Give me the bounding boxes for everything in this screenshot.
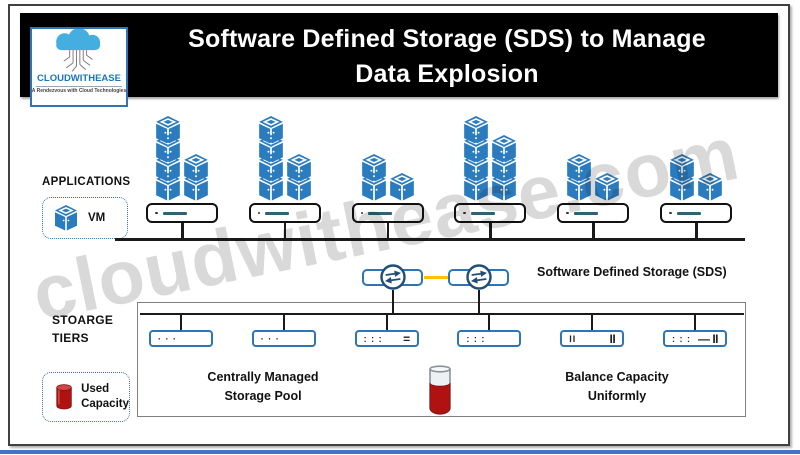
server-stem-line [695, 222, 698, 239]
storage-device-stem-line [282, 315, 285, 331]
storage-device: II II [560, 330, 625, 347]
application-network-bus [115, 238, 745, 241]
server-stem-line [283, 222, 287, 239]
vm-cube-icon [491, 135, 517, 163]
vm-cube-icon [389, 173, 415, 201]
server-led-dot [669, 211, 672, 215]
sds-label: Software Defined Storage (SDS) [537, 265, 727, 279]
device-panel-marks: II [609, 331, 616, 346]
app-server [660, 203, 732, 223]
storage-device: · · · [149, 330, 213, 347]
logo-name: CLOUDWITHEASE [37, 73, 121, 84]
storage-pool-caption: Centrally Managed Storage Pool [207, 370, 319, 403]
device-panel-marks: · · · [260, 333, 280, 344]
storage-device-stem-line [180, 315, 182, 331]
bottom-accent-line [0, 450, 800, 454]
storage-device-stem-line [488, 315, 491, 331]
used-capacity-legend: Used Capacity [42, 372, 130, 422]
server-led-dot [155, 211, 158, 215]
server-led-dot [360, 211, 364, 215]
device-panel-marks: : : : [672, 333, 691, 344]
sync-arrows-icon [380, 264, 406, 290]
server-stem-line [181, 222, 184, 239]
storage-device: · · · [251, 330, 316, 347]
server-slot-dash [470, 211, 495, 215]
storage-device: : : : — II [663, 330, 727, 347]
title-bar: Software Defined Storage (SDS) to Manage… [20, 13, 778, 97]
storage-device: : : : = [354, 330, 419, 347]
applications-section-label: APPLICATIONS [42, 176, 131, 188]
storage-device-stem-line [591, 315, 594, 331]
used-capacity-cylinder-icon [56, 384, 72, 410]
vm-legend: VM [42, 197, 128, 239]
vm-legend-label: VM [88, 212, 106, 224]
logo-divider [36, 86, 122, 87]
device-panel-marks: II [569, 333, 577, 344]
capacity-beaker-icon [429, 365, 451, 415]
storage-tiers-section-label: STOARGE TIERS [52, 313, 114, 345]
device-panel-marks: · · · [158, 333, 177, 344]
used-capacity-label: Used Capacity [81, 383, 129, 410]
vm-cube-icon [258, 116, 284, 144]
device-panel-marks: — II [697, 331, 719, 346]
server-stem-line [489, 222, 492, 239]
vm-cube-icon [183, 154, 209, 182]
vm-cube-icon [54, 205, 78, 231]
server-slot-dash [676, 211, 701, 215]
server-stem-line [386, 222, 390, 239]
vm-cube-icon [594, 173, 620, 201]
vm-cube-icon [566, 154, 592, 182]
app-server [146, 203, 218, 223]
vm-cube-icon [463, 116, 489, 144]
storage-device-stem-line [694, 315, 696, 331]
page-title-line2: Data Explosion [355, 60, 539, 88]
server-slot-dash [573, 211, 598, 215]
storage-network-bus [140, 313, 744, 316]
sync-arrows-icon [466, 264, 492, 290]
server-slot-dash [265, 211, 290, 215]
vm-cube-icon [286, 154, 312, 182]
cloud-icon [56, 29, 101, 72]
sds-interconnect-line [424, 276, 448, 279]
server-slot-dash [368, 211, 393, 215]
app-server [248, 203, 321, 223]
vm-cube-icon [361, 154, 387, 182]
device-panel-marks: = [403, 331, 410, 346]
server-led-dot [566, 211, 569, 215]
server-led-dot [257, 211, 261, 215]
sds-link-line-left [392, 290, 394, 315]
app-server [557, 203, 630, 223]
vm-cube-icon [697, 173, 723, 201]
vm-cube-icon [155, 116, 181, 144]
storage-device: : : : [457, 330, 522, 347]
server-stem-line [592, 222, 595, 239]
storage-device-stem-line [385, 315, 388, 331]
app-server [454, 203, 527, 223]
server-led-dot [463, 211, 466, 215]
app-server [351, 203, 424, 223]
logo-tagline: A Rendezvous with Cloud Technologies [31, 88, 127, 94]
circuit-roots-icon [63, 50, 93, 72]
server-slot-dash [162, 211, 187, 215]
cloudwithease-logo: CLOUDWITHEASE A Rendezvous with Cloud Te… [30, 27, 128, 107]
balance-capacity-caption: Balance Capacity Uniformly [565, 370, 669, 403]
device-panel-marks: : : : [363, 333, 383, 344]
sds-link-line-right [478, 290, 480, 315]
device-panel-marks: : : : [466, 333, 486, 344]
page-title-line1: Software Defined Storage (SDS) to Manage [188, 25, 706, 53]
vm-cube-icon [669, 154, 695, 182]
